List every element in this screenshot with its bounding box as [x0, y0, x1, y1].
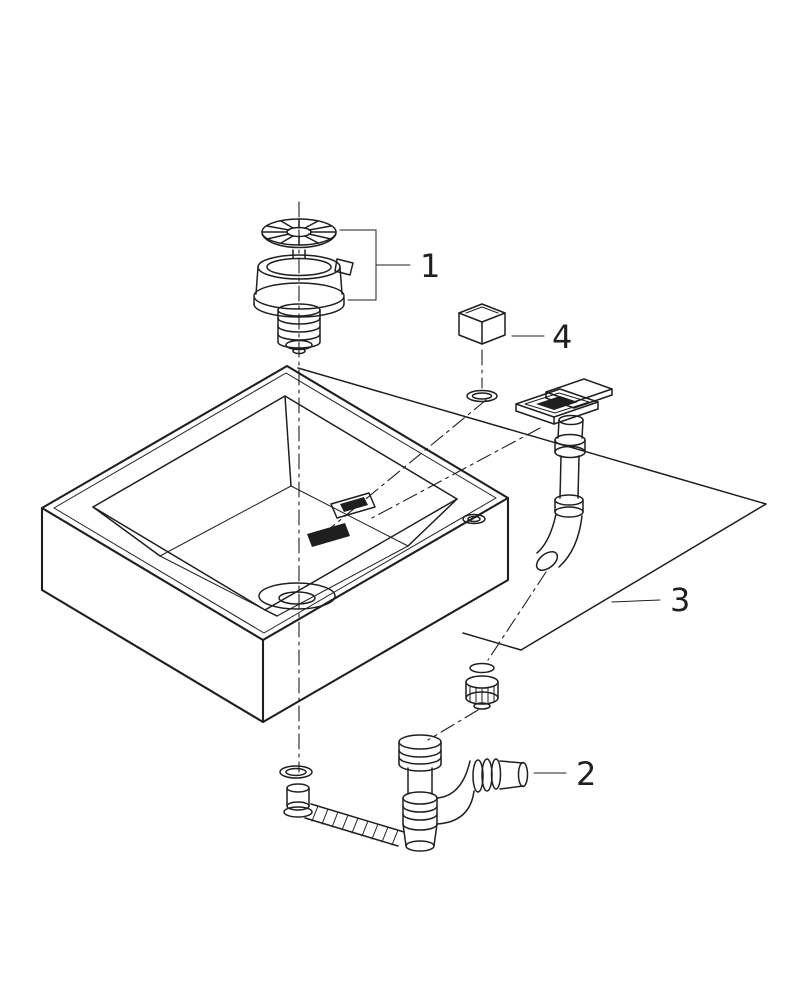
part-2-trap-drawing — [279, 734, 567, 852]
callout-1-bracket — [339, 229, 411, 301]
part-3-plane-drawing — [297, 367, 767, 651]
part-1-strainer-drawing — [253, 218, 354, 355]
part-4-overflow-knob-drawing — [458, 303, 545, 403]
undersink-nut-drawing — [465, 662, 499, 710]
alignment-centerlines — [298, 201, 547, 773]
callout-4-label: 4 — [552, 318, 572, 356]
callout-labels: 1 4 3 2 — [420, 247, 690, 793]
callout-2-label: 2 — [576, 755, 596, 793]
overflow-assembly-drawing — [515, 378, 613, 571]
diagram-artwork — [40, 201, 767, 852]
sink-body-drawing — [40, 364, 510, 724]
callout-3-label: 3 — [670, 581, 690, 619]
callout-1-label: 1 — [420, 247, 440, 285]
